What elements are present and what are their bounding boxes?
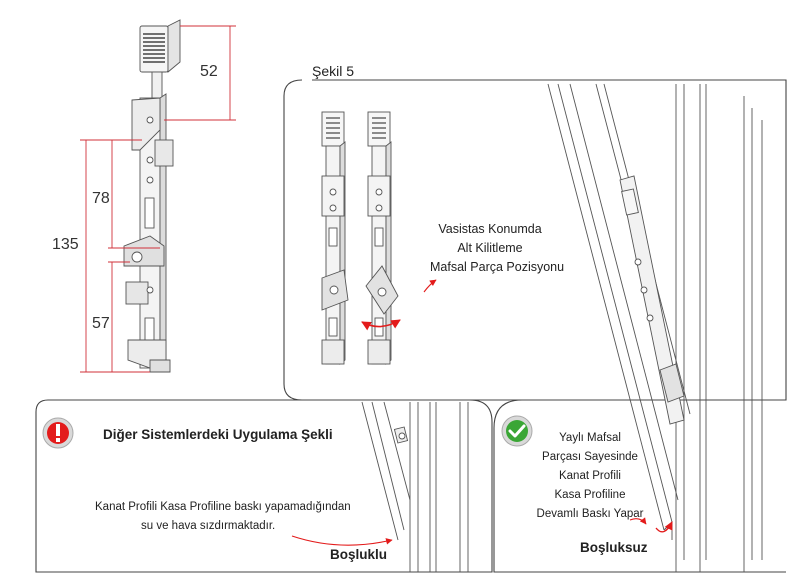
hinge-part-drawing — [123, 19, 181, 373]
no-gap-pointer — [629, 517, 647, 525]
dimension-135: 135 — [52, 236, 79, 253]
gap-profile-section — [361, 401, 469, 572]
other-systems-panel — [35, 399, 493, 573]
our-system-text: Yaylı Mafsal Parçası Sayesinde Kanat Pro… — [525, 429, 655, 524]
frame-profile-section — [675, 84, 763, 572]
figure5-title: Şekil 5 — [312, 63, 355, 79]
gap-label: Boşluklu — [330, 547, 388, 562]
dimension-52: 52 — [200, 63, 218, 80]
dimension-57: 57 — [92, 315, 110, 332]
other-systems-text: Kanat Profili Kasa Profiline baskı yapam… — [95, 498, 351, 536]
figure5-hinge-left — [321, 111, 349, 365]
dimension-78: 78 — [92, 190, 110, 207]
other-systems-line-2: su ve hava sızdırmaktadır. — [141, 520, 276, 532]
callout-line-1: Vasistas Konumda — [438, 222, 542, 236]
no-gap-arrow — [655, 521, 673, 533]
callout-line-2: Alt Kilitleme — [457, 241, 523, 255]
other-systems-line-1: Kanat Profili Kasa Profiline baskı yapam… — [95, 501, 351, 513]
figure5-callout: Vasistas Konumda Alt Kilitleme Mafsal Pa… — [430, 220, 565, 277]
our-system-line-1: Yaylı Mafsal — [559, 432, 621, 444]
other-systems-title: Diğer Sistemlerdeki Uygulama Şekli — [103, 427, 333, 442]
rotation-arrow — [361, 319, 401, 331]
hinge-in-profile — [619, 175, 685, 425]
our-system-panel — [493, 399, 786, 573]
our-system-line-3: Kanat Profili — [558, 470, 621, 482]
dimension-lines — [80, 25, 236, 373]
our-system-line-4: Kasa Profiline — [554, 489, 626, 501]
gap-arrow — [291, 535, 393, 546]
our-system-line-2: Parçası Sayesinde — [542, 451, 638, 463]
figure5-hinge-right — [365, 111, 399, 365]
callout-arrow — [423, 279, 437, 293]
checkmark-icon — [501, 415, 533, 447]
no-gap-label: Boşluksuz — [580, 540, 648, 555]
exclamation-icon — [42, 417, 74, 449]
callout-line-3: Mafsal Parça Pozisyonu — [430, 260, 565, 274]
our-system-line-5: Devamlı Baskı Yapar — [536, 508, 644, 520]
